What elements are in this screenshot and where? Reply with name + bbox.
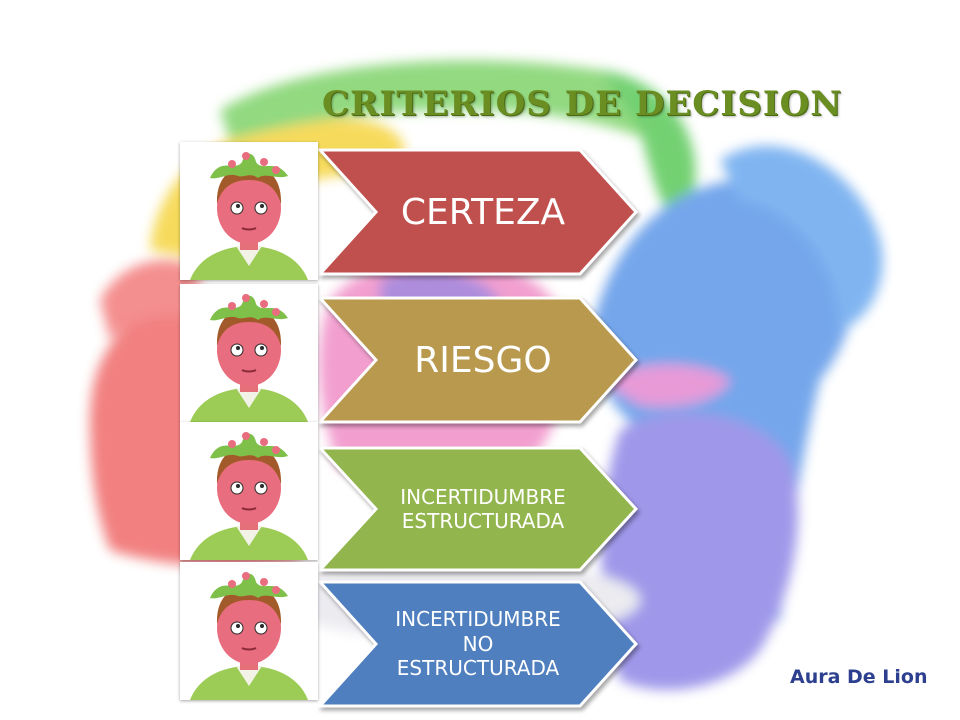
criterion-label: INCERTIDUMBRE NO ESTRUCTURADA bbox=[395, 607, 561, 681]
thinking-person-icon bbox=[180, 422, 318, 560]
criterion-label: INCERTIDUMBRE ESTRUCTURADA bbox=[400, 484, 566, 533]
criterion-chevron-certeza: CERTEZA bbox=[318, 148, 638, 276]
chevron-shape bbox=[318, 580, 638, 708]
chevron-shape bbox=[318, 296, 638, 424]
thinking-person-icon bbox=[180, 562, 318, 700]
thinking-person-icon bbox=[180, 142, 318, 280]
chevron-shape bbox=[318, 446, 638, 572]
chevron-shape bbox=[318, 148, 638, 276]
thinking-person-icon bbox=[180, 284, 318, 422]
criterion-chevron-incertidumbre-no-estructurada: INCERTIDUMBRE NO ESTRUCTURADA bbox=[318, 580, 638, 708]
criterion-chevron-incertidumbre-estructurada: INCERTIDUMBRE ESTRUCTURADA bbox=[318, 446, 638, 572]
page-title: CRITERIOS DE DECISION bbox=[322, 84, 843, 124]
criterion-chevron-riesgo: RIESGO bbox=[318, 296, 638, 424]
criterion-label: CERTEZA bbox=[400, 191, 566, 233]
criterion-label: RIESGO bbox=[414, 339, 552, 381]
author-credit: Aura De Lion bbox=[790, 666, 928, 688]
